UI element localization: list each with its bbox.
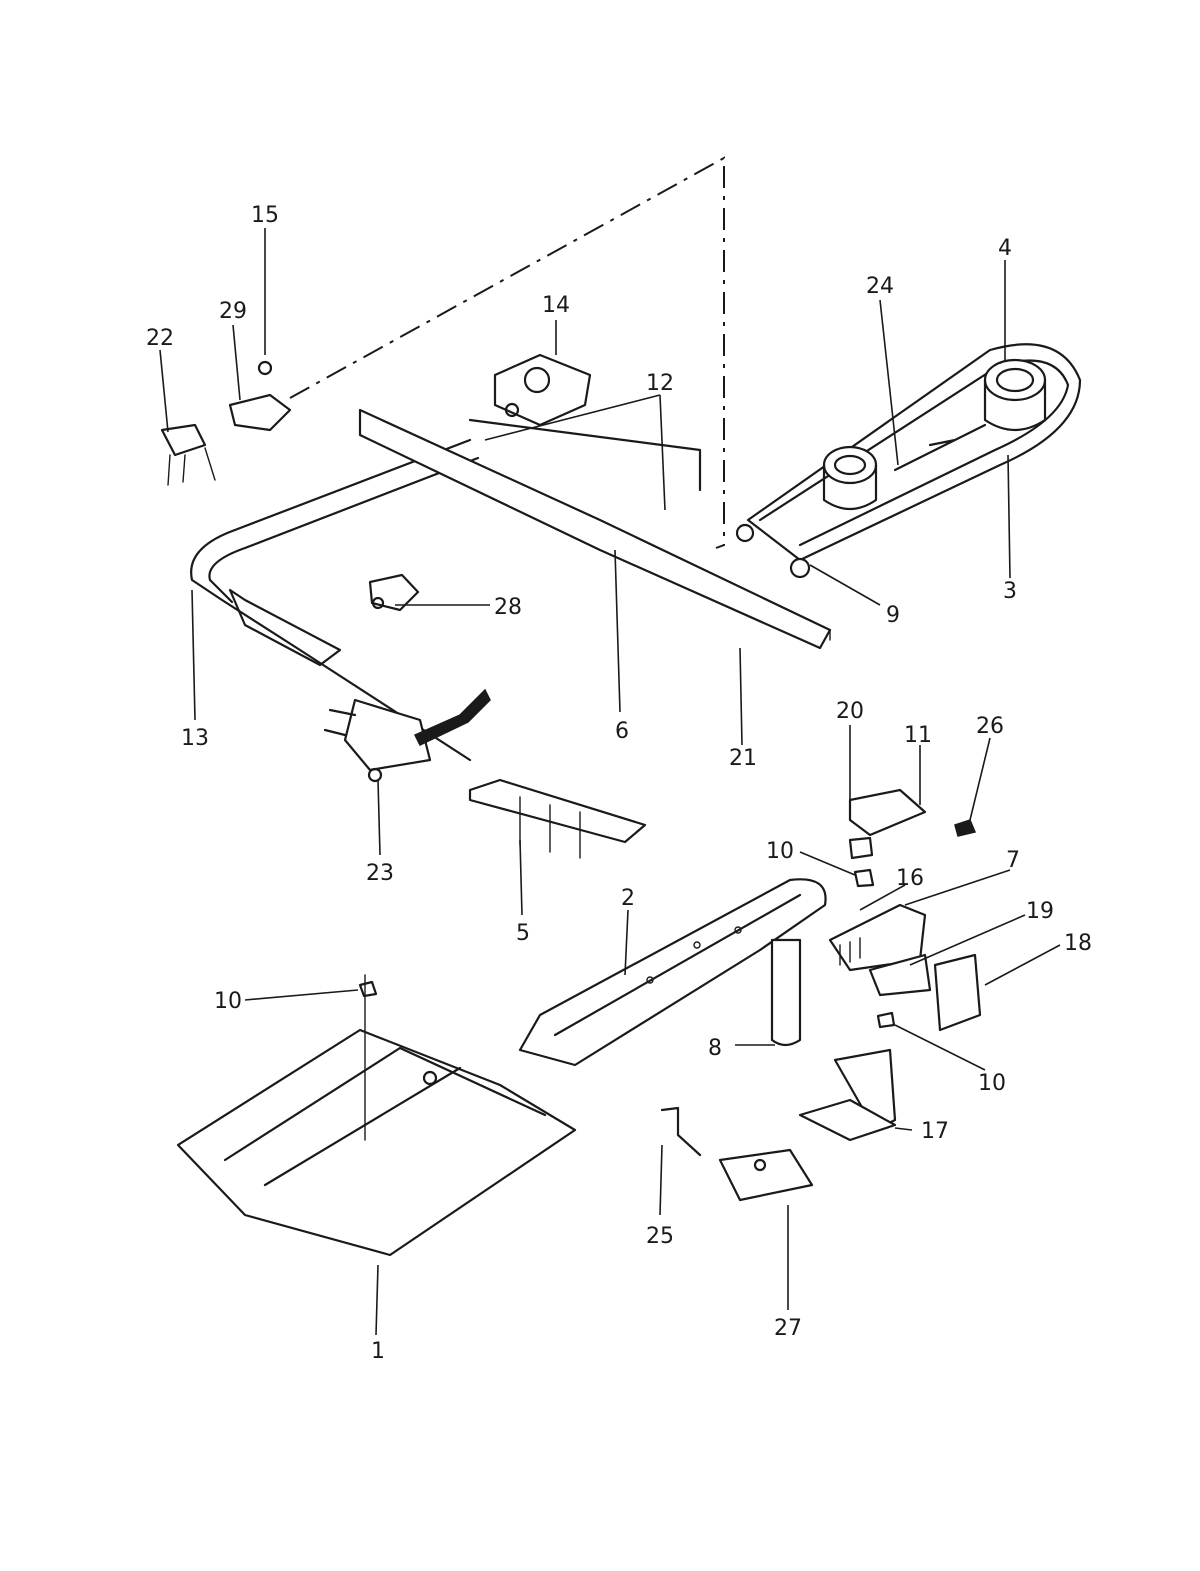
callout-4: 4 — [998, 236, 1012, 261]
callout-17: 17 — [921, 1119, 949, 1144]
callout-19: 19 — [1026, 899, 1054, 924]
callout-28: 28 — [494, 595, 522, 620]
part-20-pilot-bracket — [848, 788, 977, 860]
callout-14: 14 — [542, 293, 570, 318]
part-10-clips — [358, 868, 896, 1029]
callout-2: 2 — [621, 886, 635, 911]
part-17-bracket-plate — [798, 1048, 897, 1142]
callout-21: 21 — [729, 746, 757, 771]
part-28-valve — [368, 573, 420, 612]
callout-8: 8 — [708, 1036, 722, 1061]
callout-27: 27 — [774, 1316, 802, 1341]
part-9-orifice — [735, 523, 811, 579]
part-7-igniter — [828, 903, 927, 972]
callout-26: 26 — [976, 714, 1004, 739]
callout-10-upper: 10 — [766, 839, 794, 864]
part-8-burner-tube — [770, 938, 802, 1047]
part-25-tube — [660, 1106, 702, 1157]
callout-20: 20 — [836, 699, 864, 724]
part-5-manifold-rail — [228, 588, 647, 859]
callout-16: 16 — [896, 866, 924, 891]
callout-9: 9 — [886, 603, 900, 628]
callout-23: 23 — [366, 861, 394, 886]
part-2-oven-burner — [518, 878, 827, 1067]
callout-11: 11 — [904, 723, 932, 748]
callout-10-left: 10 — [214, 989, 242, 1014]
callout-22: 22 — [146, 326, 174, 351]
callout-29: 29 — [219, 299, 247, 324]
callout-18: 18 — [1064, 931, 1092, 956]
callout-6: 6 — [615, 719, 629, 744]
callouts: 15 29 22 14 12 4 24 3 9 28 13 6 21 23 5 … — [146, 203, 1092, 1364]
alignment-lines — [289, 156, 725, 549]
callout-24: 24 — [866, 274, 894, 299]
part-23-control-valve — [323, 688, 491, 783]
part-4-burner-head — [983, 358, 1047, 431]
callout-12: 12 — [646, 371, 674, 396]
callout-5: 5 — [516, 921, 530, 946]
part-19-bracket — [868, 953, 932, 997]
part-27-pilot-box — [718, 1148, 814, 1202]
callout-10-right: 10 — [978, 1071, 1006, 1096]
callout-15: 15 — [251, 203, 279, 228]
part-1-bottom-pan — [176, 974, 577, 1257]
part-13-manifold-pipe — [190, 438, 480, 762]
part-18-bracket — [933, 953, 982, 1032]
part-24-burner-head — [822, 423, 987, 511]
callout-leaders — [159, 228, 1061, 1336]
part-21-burner-bracket — [358, 408, 832, 650]
callout-3: 3 — [1003, 579, 1017, 604]
part-14-control-box — [493, 353, 592, 427]
callout-1: 1 — [371, 1339, 385, 1364]
callout-13: 13 — [181, 726, 209, 751]
callout-7: 7 — [1006, 848, 1020, 873]
part-22-29-pilot-assembly — [160, 360, 292, 486]
callout-25: 25 — [646, 1224, 674, 1249]
